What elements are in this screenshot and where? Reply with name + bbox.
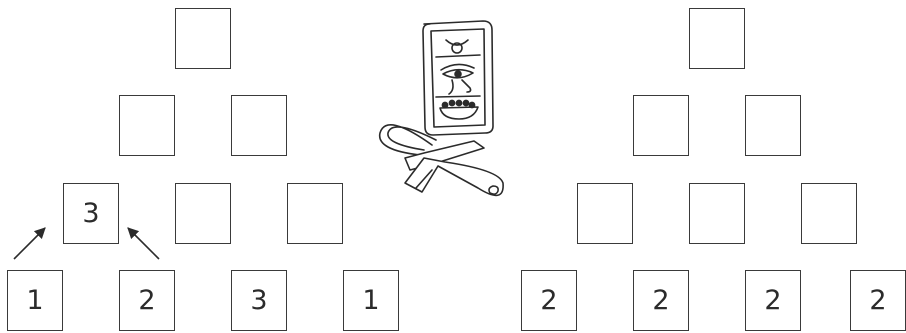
right-cell-r2-c2[interactable] (745, 95, 801, 156)
right-cell-r4-c4[interactable]: 2 (850, 270, 906, 331)
right-cell-r1-c1[interactable] (689, 8, 745, 69)
right-cell-r3-c1[interactable] (577, 183, 633, 244)
right-cell-r3-c2[interactable] (689, 183, 745, 244)
right-cell-r4-c1[interactable]: 2 (521, 270, 577, 331)
right-cell-r2-c1[interactable] (633, 95, 689, 156)
right-cell-r4-c3[interactable]: 2 (745, 270, 801, 331)
right-cell-r3-c3[interactable] (801, 183, 857, 244)
right-cell-r4-c2[interactable]: 2 (633, 270, 689, 331)
